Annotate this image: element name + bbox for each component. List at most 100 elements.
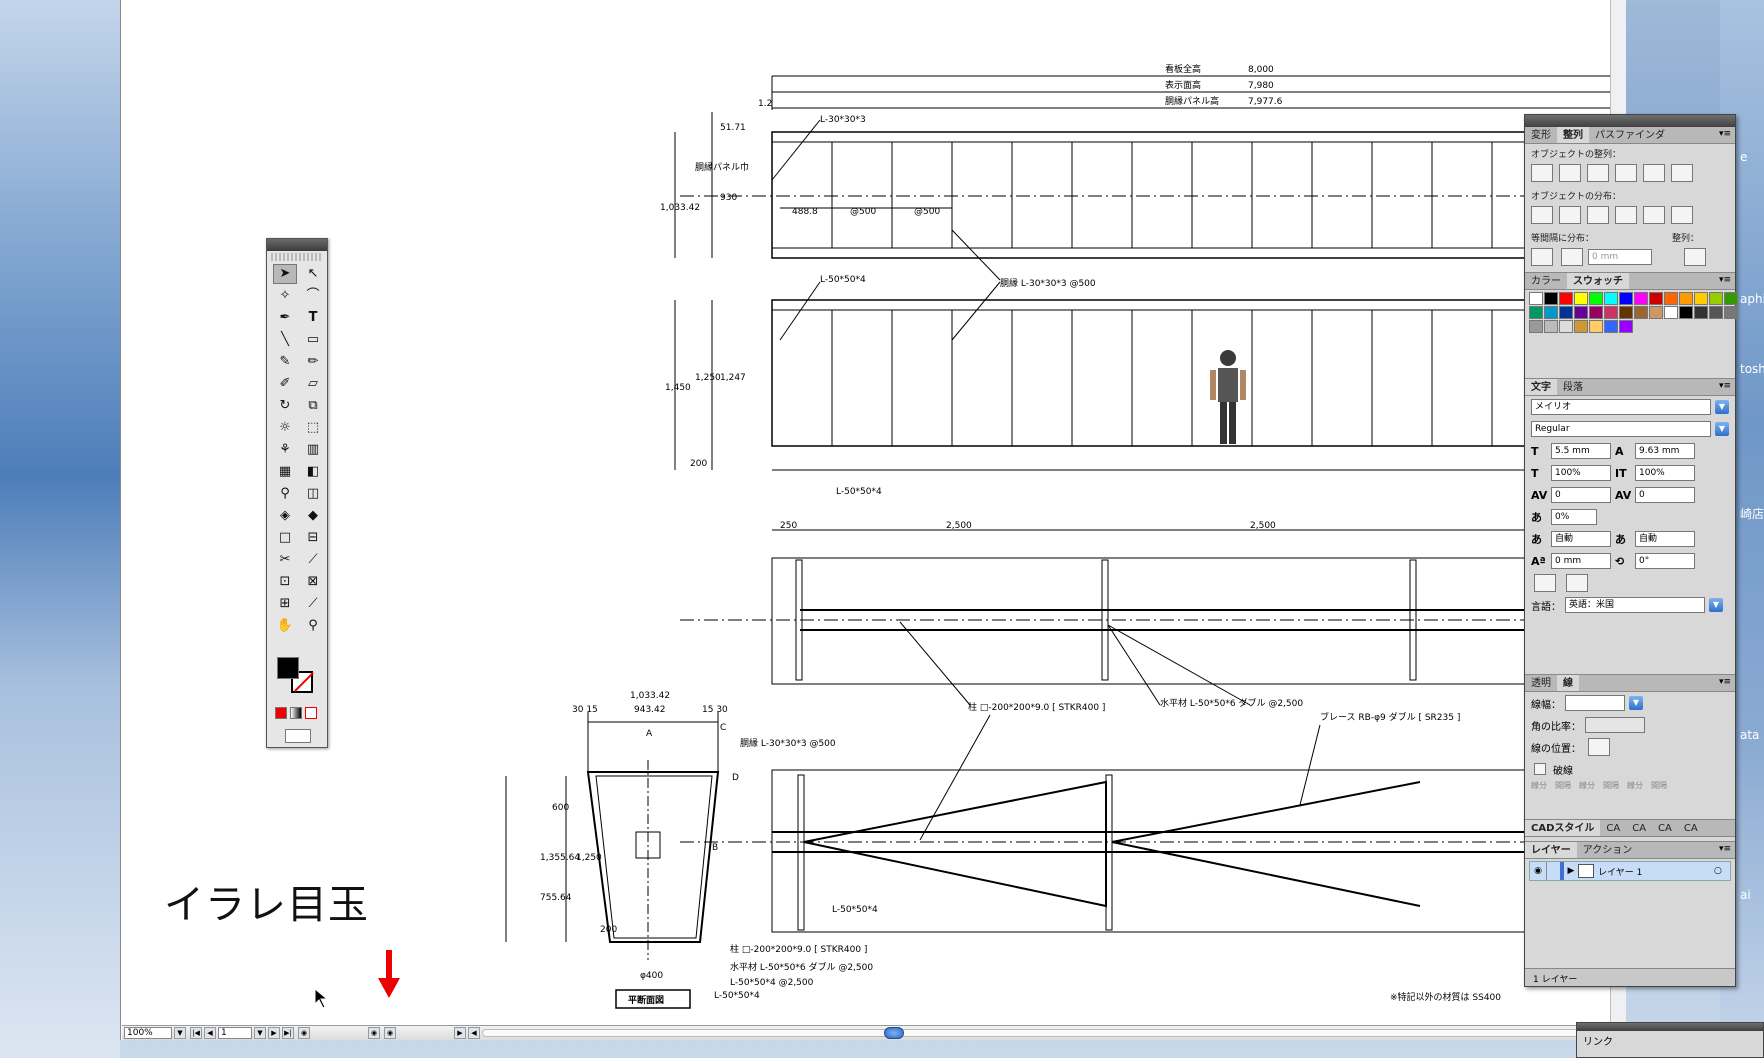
miter-field[interactable] <box>1585 717 1645 733</box>
distribute-vcenter-icon[interactable] <box>1559 206 1581 224</box>
scroll-right-icon[interactable]: ▶ <box>454 1027 466 1039</box>
symbol-sprayer-tool-icon[interactable]: ⚘ <box>279 442 291 457</box>
font-family-field[interactable]: メイリオ <box>1531 399 1711 415</box>
color-swatch[interactable] <box>1619 292 1633 305</box>
slice-tool-icon[interactable]: ⊟ <box>307 530 319 545</box>
color-swatch[interactable] <box>1589 320 1603 333</box>
pencil-tool-icon[interactable]: ✏ <box>307 354 319 369</box>
distribute-bottom-icon[interactable] <box>1587 206 1609 224</box>
distribute-hcenter-icon[interactable] <box>1643 206 1665 224</box>
color-swatch[interactable] <box>1544 292 1558 305</box>
language-field[interactable]: 英語：米国 <box>1565 597 1705 613</box>
font-style-field[interactable]: Regular <box>1531 421 1711 437</box>
desktop-label[interactable]: ai <box>1740 888 1751 902</box>
chevron-down-icon[interactable]: ▼ <box>1709 598 1723 612</box>
page-field[interactable]: 1 <box>218 1027 252 1039</box>
zoom-tool-icon[interactable]: ⚲ <box>308 618 318 633</box>
color-swatch[interactable] <box>1619 320 1633 333</box>
color-swatch[interactable] <box>1724 292 1738 305</box>
color-swatch[interactable] <box>1529 306 1543 319</box>
tab-transform[interactable]: 変形 <box>1531 130 1551 141</box>
stroke-weight-field[interactable] <box>1565 695 1625 711</box>
character-rotation-field[interactable]: 0° <box>1635 553 1695 569</box>
links-titlebar[interactable] <box>1577 1023 1763 1031</box>
screen-mode-icon[interactable] <box>285 729 311 743</box>
tab-ca[interactable]: CA <box>1606 823 1621 834</box>
tab-actions[interactable]: アクション <box>1582 845 1633 856</box>
baseline-shift-field[interactable]: 0 mm <box>1551 553 1611 569</box>
swatch-grid[interactable] <box>1525 290 1738 335</box>
free-transform-tool-icon[interactable]: ⬚ <box>306 420 320 435</box>
document-canvas[interactable] <box>120 0 1620 1040</box>
desktop-label[interactable]: tosh <box>1740 362 1764 376</box>
expand-triangle-icon[interactable]: ▶ <box>1567 866 1575 876</box>
color-swatch[interactable] <box>1634 306 1648 319</box>
align-hcenter-icon[interactable] <box>1559 164 1581 182</box>
chevron-down-icon[interactable]: ▼ <box>1715 422 1729 436</box>
color-swatch[interactable] <box>1544 320 1558 333</box>
zoom-field[interactable]: 100% <box>124 1027 172 1039</box>
page-dropdown-icon[interactable]: ▼ <box>254 1027 266 1039</box>
align-left-icon[interactable] <box>1531 164 1553 182</box>
color-swatch[interactable] <box>1574 320 1588 333</box>
eyedropper-tool-icon[interactable]: ⚲ <box>280 486 290 501</box>
color-swatch[interactable] <box>1589 292 1603 305</box>
tab-cad-style[interactable]: CADスタイル <box>1525 820 1601 836</box>
tools-panel[interactable]: ➤↖ ✧⌒ ✒T ╲▭ ✎✏ ✐▱ ↻⧉ ☼⬚ ⚘▥ ▦◧ ⚲◫ ◈◆ □⊟ ✂… <box>266 238 328 748</box>
knife-tool-icon[interactable]: ⟋ <box>308 552 318 567</box>
rotate-tool-icon[interactable]: ↻ <box>279 398 291 413</box>
horizontal-scroll-track[interactable] <box>482 1029 1622 1037</box>
eyedropper-icon[interactable]: ⟋ <box>308 596 318 611</box>
status-icon[interactable]: ◉ <box>298 1027 310 1039</box>
desktop-label[interactable]: aphi <box>1740 292 1764 306</box>
color-swatch[interactable] <box>1709 292 1723 305</box>
color-swatch[interactable] <box>1664 306 1678 319</box>
layer-row[interactable]: ◉ ▶ レイヤー 1 ○ <box>1529 861 1731 881</box>
type-tool-icon[interactable]: T <box>308 310 318 325</box>
tools-panel-titlebar[interactable] <box>267 239 327 251</box>
kerning-field[interactable]: 0 <box>1551 487 1611 503</box>
panel-menu-icon[interactable]: ▾≡ <box>1718 129 1731 139</box>
strikethrough-icon[interactable] <box>1566 574 1588 592</box>
aki-left-field[interactable]: 自動 <box>1551 531 1611 547</box>
warp-tool-icon[interactable]: ☼ <box>279 420 291 435</box>
align-stroke-center-icon[interactable] <box>1588 738 1610 756</box>
blob-brush-tool-icon[interactable]: ✐ <box>279 376 291 391</box>
selection-tool-icon[interactable]: ➤ <box>273 264 297 284</box>
color-swatch[interactable] <box>1574 306 1588 319</box>
desktop-label[interactable]: 崎店 <box>1740 507 1764 521</box>
color-swatch[interactable] <box>1649 306 1663 319</box>
links-panel[interactable]: リンク <box>1576 1022 1764 1058</box>
crop-tool-icon[interactable]: ⊞ <box>279 596 291 611</box>
rectangle-tool-icon[interactable]: ▭ <box>306 332 320 347</box>
color-swatch[interactable] <box>1574 292 1588 305</box>
eye-icon[interactable]: ◉ <box>1534 866 1542 876</box>
panel-menu-icon[interactable]: ▾≡ <box>1718 677 1731 687</box>
tab-ca[interactable]: CA <box>1683 823 1698 834</box>
distribute-space-v-icon[interactable] <box>1531 248 1553 266</box>
pen-tool-icon[interactable]: ✒ <box>279 310 291 325</box>
color-swatch[interactable] <box>1529 320 1543 333</box>
direct-selection-tool-icon[interactable]: ↖ <box>307 266 319 281</box>
scissors-tool-icon[interactable]: ✂ <box>279 552 291 567</box>
first-page-icon[interactable]: |◀ <box>190 1027 202 1039</box>
color-swatch[interactable] <box>1679 292 1693 305</box>
align-to-selection-icon[interactable] <box>1684 248 1706 266</box>
tsume-field[interactable]: 0% <box>1551 509 1597 525</box>
leading-field[interactable]: 9.63 mm <box>1635 443 1695 459</box>
gradient-mode-icon[interactable] <box>290 707 302 719</box>
desktop-label[interactable]: e <box>1740 150 1748 164</box>
tab-stroke[interactable]: 線 <box>1557 675 1579 691</box>
fill-color-swatch[interactable] <box>277 657 299 679</box>
tracking-field[interactable]: 0 <box>1635 487 1695 503</box>
crop-area-tool-icon[interactable]: □ <box>278 530 292 545</box>
color-mode-icon[interactable] <box>275 707 287 719</box>
tab-align[interactable]: 整列 <box>1557 127 1589 143</box>
blend-tool-icon[interactable]: ◫ <box>306 486 320 501</box>
tab-ca[interactable]: CA <box>1658 823 1672 834</box>
panel-menu-icon[interactable]: ▾≡ <box>1718 844 1731 854</box>
color-swatch[interactable] <box>1544 306 1558 319</box>
spacing-input[interactable]: 0 mm <box>1588 249 1652 265</box>
color-swatch[interactable] <box>1664 292 1678 305</box>
zoom-dropdown-icon[interactable]: ▼ <box>174 1027 186 1039</box>
